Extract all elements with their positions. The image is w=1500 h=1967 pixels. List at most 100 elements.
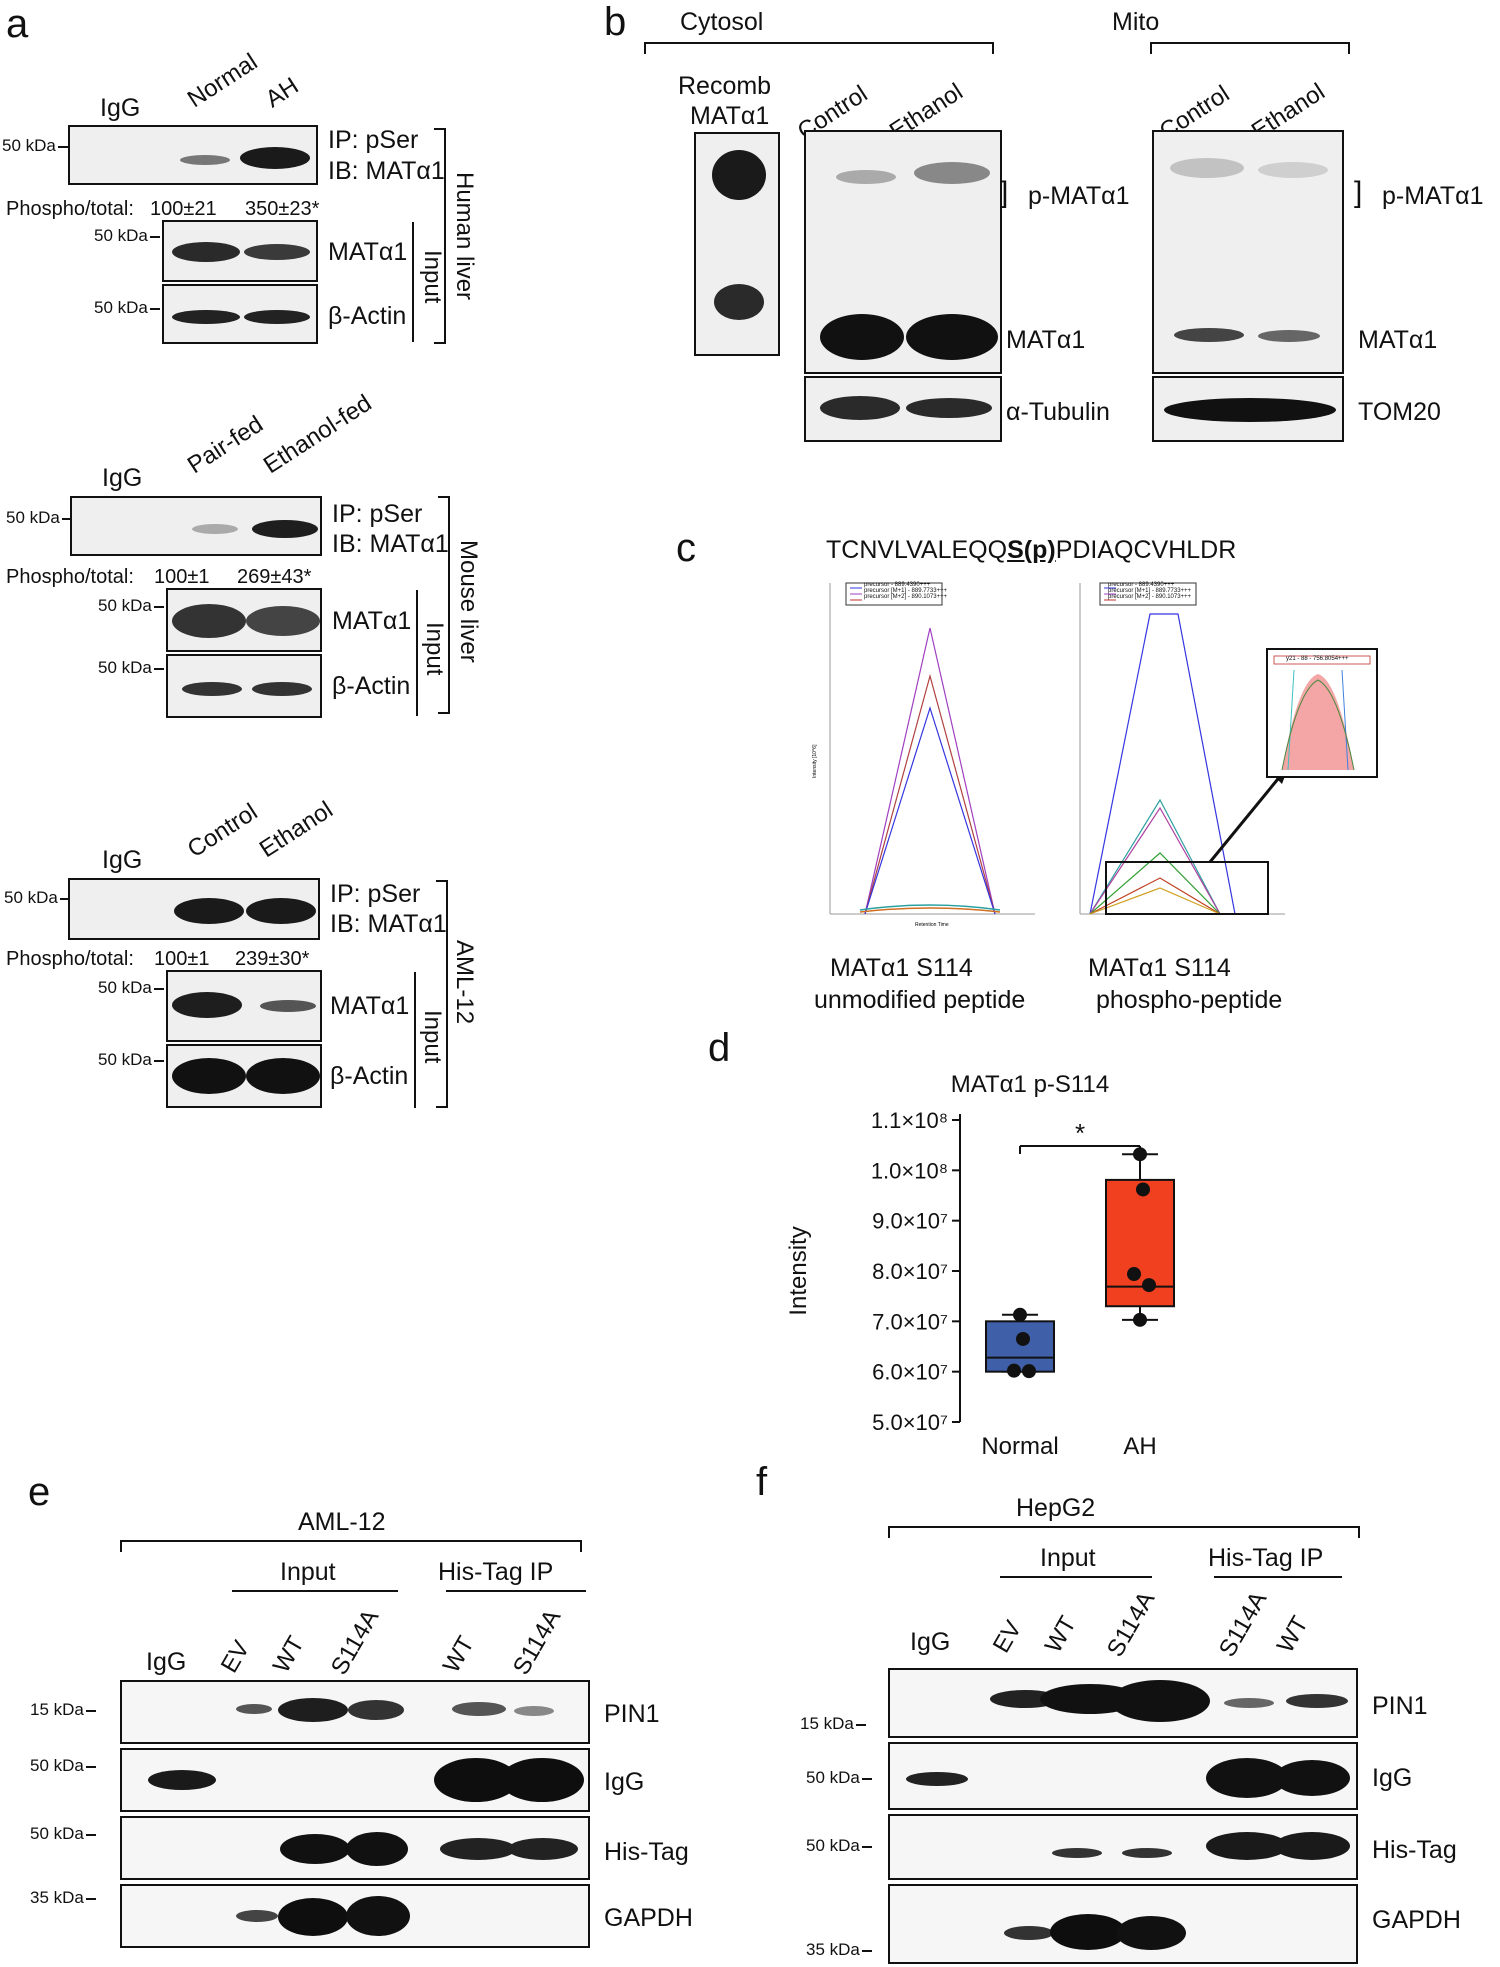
y-tick-label: 8.0×10⁷ xyxy=(872,1259,948,1284)
lane-wt: WT xyxy=(267,1631,310,1678)
legend-item: precursor - 889.4390+++ xyxy=(1108,582,1175,588)
col-ethanol-fed: Ethanol-fed xyxy=(258,389,377,480)
mat-label: MATα1 xyxy=(1006,326,1086,354)
chart-title: MATα1 p-S114 xyxy=(951,1071,1109,1098)
data-point xyxy=(1142,1278,1156,1293)
panel-label-c: c xyxy=(676,526,696,570)
y-tick-label: 1.1×10⁸ xyxy=(871,1108,948,1133)
blot-e-igg xyxy=(120,1748,590,1812)
panel-label-a: a xyxy=(6,2,29,46)
input-label: Input xyxy=(419,1010,446,1064)
ib-label: IB: MATα1 xyxy=(332,530,449,558)
bracket-pmat: ] xyxy=(1354,176,1363,209)
ip-label: IP: pSer xyxy=(332,500,423,528)
y-tick-label: 5.0×10⁷ xyxy=(872,1410,948,1435)
kda-marker: 15 kDa xyxy=(30,1700,96,1719)
kda-marker: 35 kDa xyxy=(806,1940,872,1959)
mat-label: MATα1 xyxy=(328,238,408,266)
recomb-label-1: Recomb xyxy=(678,72,772,100)
kda-marker: 50 kDa xyxy=(30,1824,96,1843)
actin-label: β-Actin xyxy=(328,302,407,330)
phospho-value-pair: 100±1 xyxy=(154,566,210,588)
caption-right-1: MATα1 S114 xyxy=(1088,954,1231,982)
side-aml12: AML-12 xyxy=(451,940,478,1025)
col-normal: Normal xyxy=(182,48,263,114)
cytosol-label: Cytosol xyxy=(680,8,764,36)
lane-s114a: S114A xyxy=(1101,1587,1161,1662)
kda-marker: 50 kDa xyxy=(98,596,164,615)
input-label: Input xyxy=(280,1558,336,1586)
row-igg: IgG xyxy=(1372,1764,1413,1792)
phospho-total-label: Phospho/total: xyxy=(6,198,134,220)
input-label: Input xyxy=(421,622,448,676)
data-point xyxy=(1136,1182,1150,1197)
phospho-value-ethanol: 269±43* xyxy=(237,566,312,588)
kda-marker: 50 kDa xyxy=(2,136,68,155)
panel-label-f: f xyxy=(756,1460,768,1504)
p-mat-label: p-MATα1 xyxy=(1028,182,1130,210)
lane-igg: IgG xyxy=(146,1648,187,1676)
panel-label-e: e xyxy=(28,1470,51,1514)
legend-item: precursor [M+1] - 889.7733+++ xyxy=(1108,588,1192,594)
boxplot-chart: MATα1 p-S1145.0×10⁷6.0×10⁷7.0×10⁷8.0×10⁷… xyxy=(785,1071,1175,1460)
xic-right xyxy=(1079,582,1288,915)
his-ip-label: His-Tag IP xyxy=(1208,1544,1324,1572)
blot-mouse-actin xyxy=(166,654,322,718)
kda-marker: 15 kDa xyxy=(800,1714,866,1733)
input-label: Input xyxy=(1040,1544,1096,1572)
inset-zoom xyxy=(1266,648,1378,778)
mito-label: Mito xyxy=(1112,8,1160,36)
legend-item: precursor - 889.4390+++ xyxy=(864,582,931,588)
x-category-label: AH xyxy=(1123,1433,1156,1460)
actin-label: β-Actin xyxy=(332,672,411,700)
blot-aml-mat xyxy=(166,970,322,1042)
kda-marker: 50 kDa xyxy=(4,888,70,907)
blot-aml-ip xyxy=(68,878,320,940)
caption-left-2: unmodified peptide xyxy=(814,986,1026,1014)
tubulin-label: α-Tubulin xyxy=(1006,398,1110,426)
data-point xyxy=(1022,1364,1036,1379)
data-point xyxy=(1133,1147,1147,1162)
col-ethanol: Ethanol xyxy=(254,796,338,864)
panel-label-d: d xyxy=(708,1026,731,1070)
row-pin1: PIN1 xyxy=(604,1700,660,1728)
row-histag: His-Tag xyxy=(1372,1836,1457,1864)
blot-recomb xyxy=(694,132,780,356)
kda-marker: 50 kDa xyxy=(98,1050,164,1069)
blot-f-gapdh xyxy=(888,1884,1358,1964)
tom20-label: TOM20 xyxy=(1358,398,1441,426)
kda-marker: 50 kDa xyxy=(98,978,164,997)
y-tick-label: 1.0×10⁸ xyxy=(871,1158,948,1183)
kda-marker: 50 kDa xyxy=(806,1768,872,1787)
p-mat-label: p-MATα1 xyxy=(1382,182,1484,210)
xic-left: Intensity [10^6] Retention Time xyxy=(812,582,1035,928)
row-gapdh: GAPDH xyxy=(1372,1906,1461,1934)
recomb-label-2: MATα1 xyxy=(690,102,770,130)
side-mouse-liver: Mouse liver xyxy=(455,540,482,663)
caption-left-1: MATα1 S114 xyxy=(830,954,973,982)
row-igg: IgG xyxy=(604,1768,645,1796)
phospho-value-control: 100±1 xyxy=(154,948,210,970)
blot-mouse-ip xyxy=(70,496,322,556)
cell-hepg2: HepG2 xyxy=(1016,1494,1096,1522)
data-point xyxy=(1007,1363,1021,1378)
legend-item: precursor [M+2] - 890.1073+++ xyxy=(864,594,948,600)
blot-e-pin1 xyxy=(120,1680,590,1744)
peptide-sequence: TCNVLVALEQQS(p)PDIAQCVHLDR xyxy=(826,536,1236,565)
col-control: Control xyxy=(182,798,263,864)
kda-marker: 50 kDa xyxy=(30,1756,96,1775)
his-ip-label: His-Tag IP xyxy=(438,1558,554,1586)
ip-label: IP: pSer xyxy=(328,126,419,154)
kda-marker: 50 kDa xyxy=(806,1836,872,1855)
data-point xyxy=(1013,1307,1027,1322)
phospho-value-normal: 100±21 xyxy=(150,198,217,220)
phospho-total-label: Phospho/total: xyxy=(6,948,134,970)
lane-s114a-ip: S114A xyxy=(507,1605,567,1680)
seq-mod: S(p) xyxy=(1007,536,1056,564)
caption-right-2: phospho-peptide xyxy=(1096,986,1283,1014)
blot-human-actin xyxy=(162,284,318,344)
col-igg: IgG xyxy=(100,94,141,122)
seq-pre: TCNVLVALEQQ xyxy=(826,536,1008,564)
lane-wt-ip: WT xyxy=(1271,1611,1314,1658)
row-histag: His-Tag xyxy=(604,1838,689,1866)
